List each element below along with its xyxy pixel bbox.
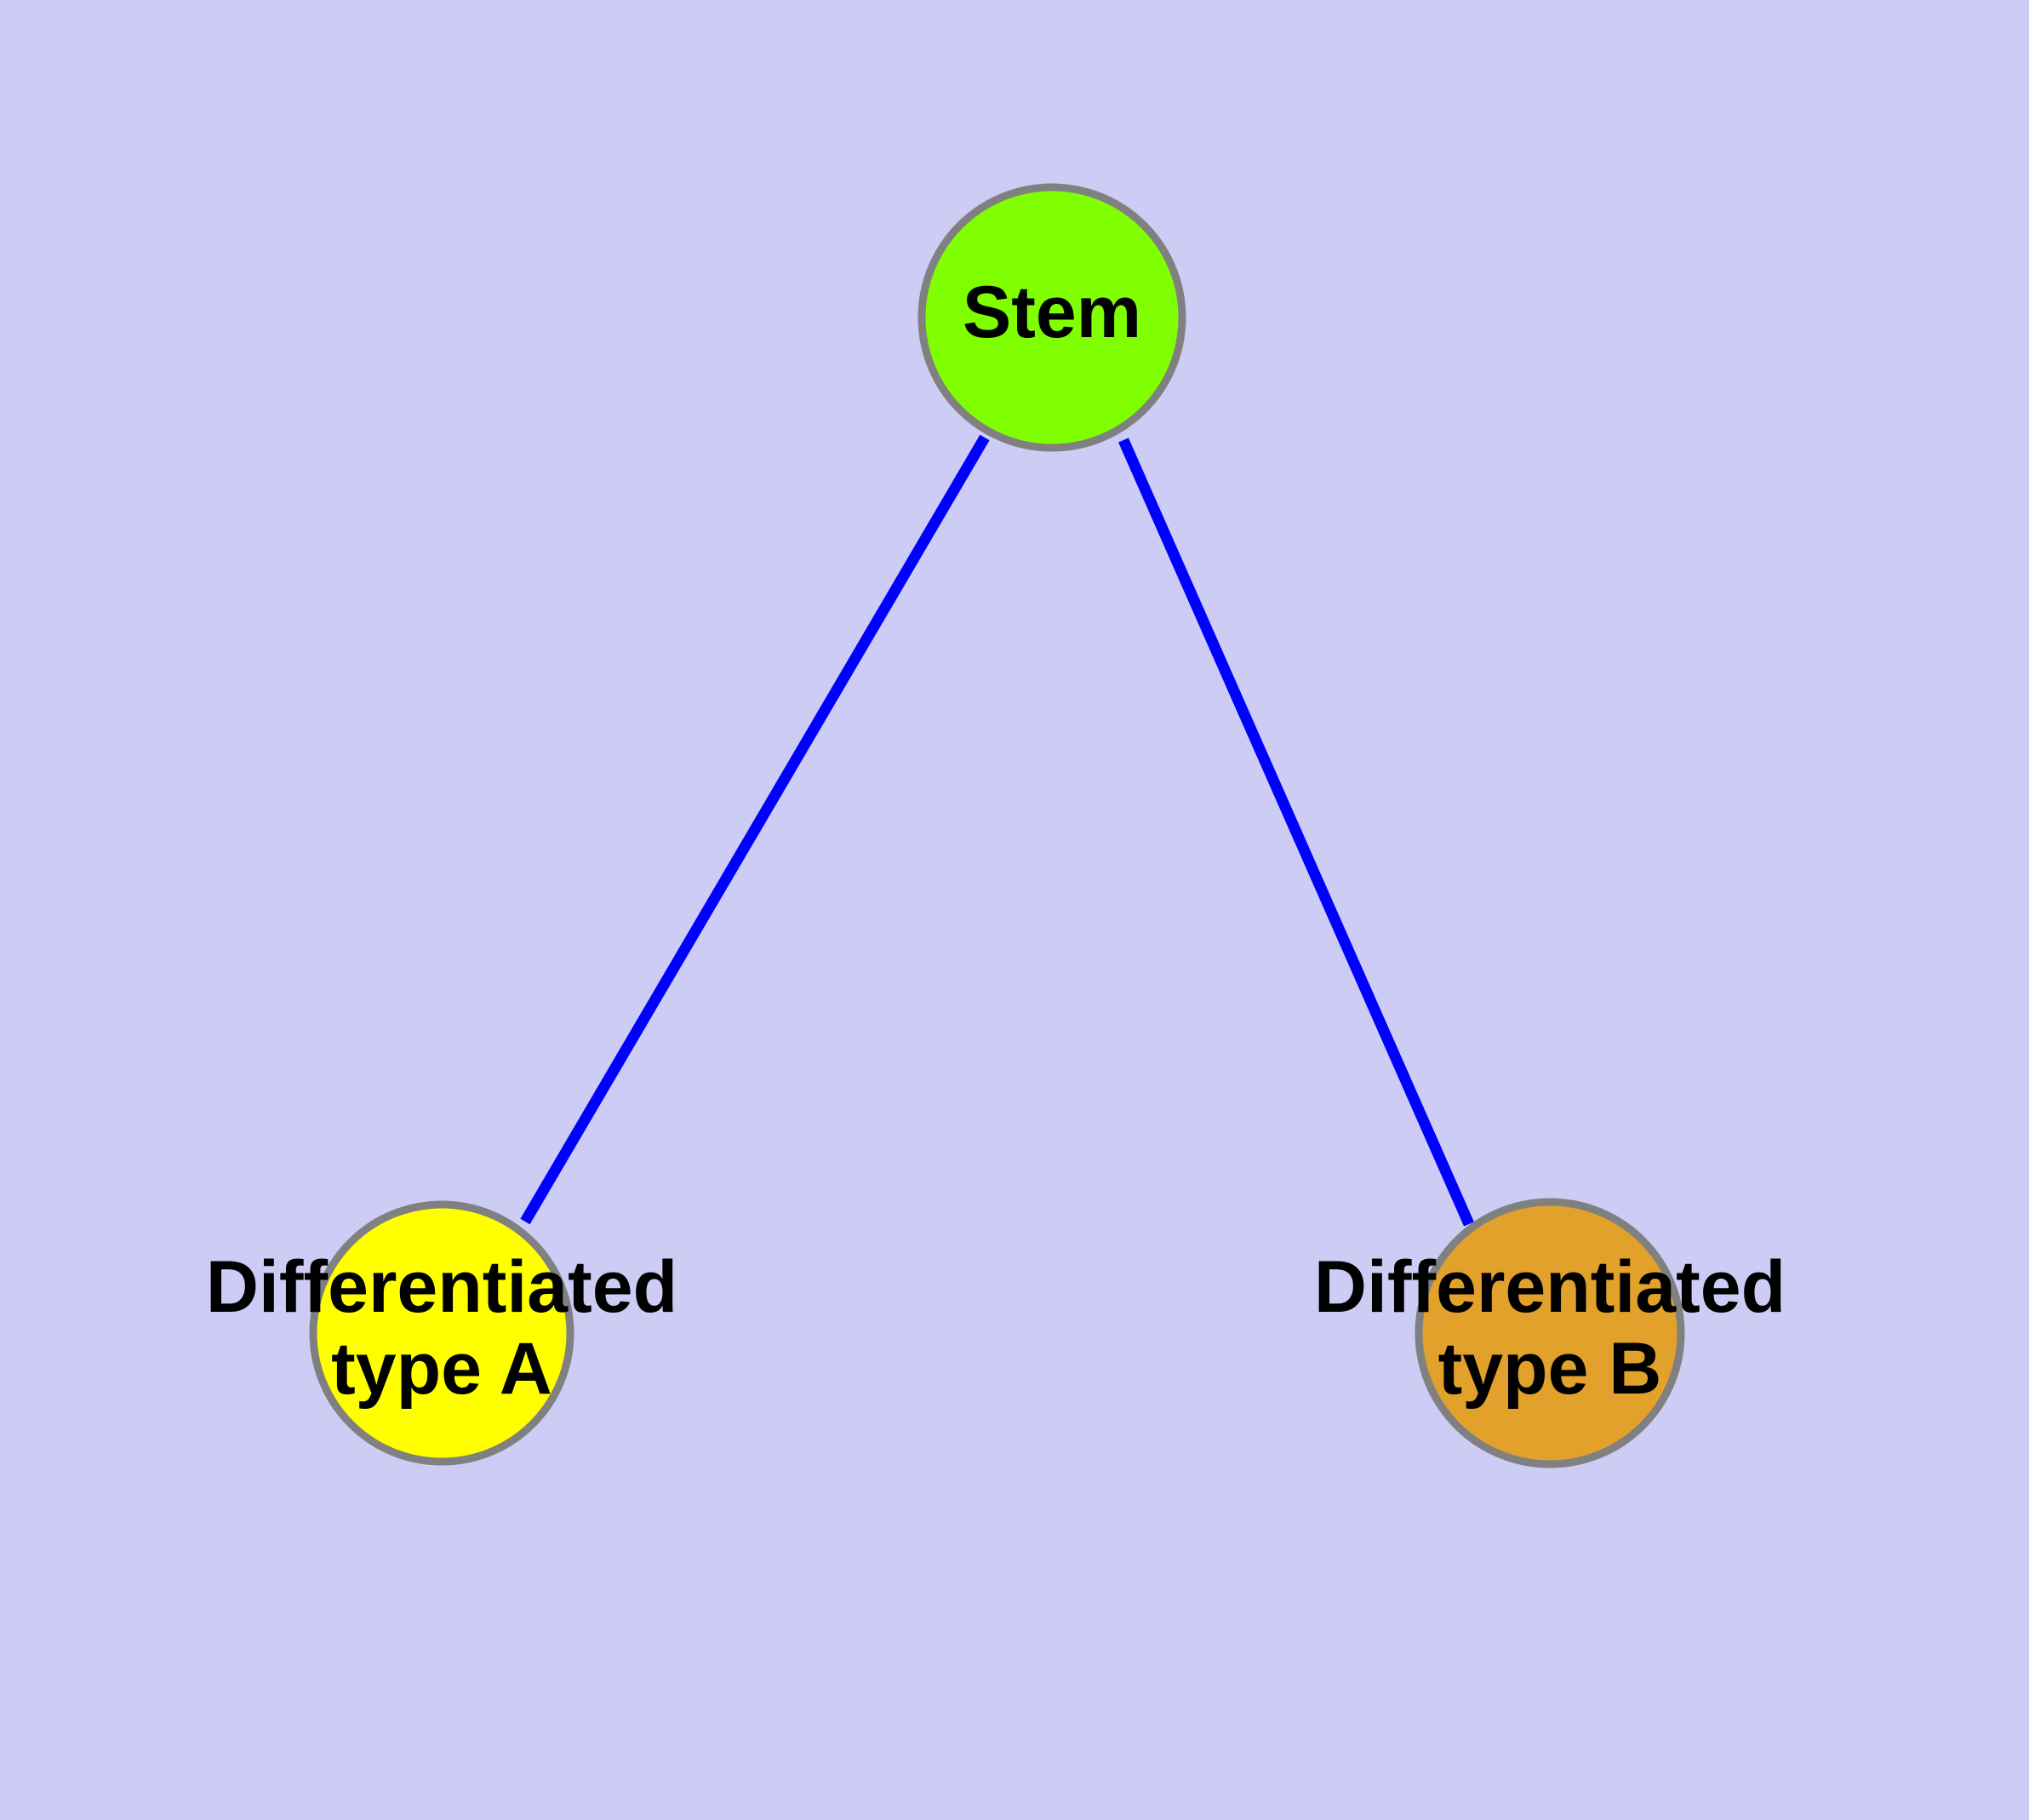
edges-group (520, 434, 1474, 1227)
node-circle-differentiated-type-a[interactable] (309, 1200, 574, 1466)
node-label-line: Differentiated (1314, 1246, 1786, 1328)
edge-stem-to-differentiated-type-a[interactable] (520, 434, 990, 1225)
nodes-group (309, 183, 1685, 1468)
edge-stem-to-differentiated-type-b[interactable] (1118, 438, 1474, 1227)
node-label-stem: Stem (963, 272, 1141, 353)
node-label-line: type A (331, 1328, 552, 1410)
node-label-line: Differentiated (206, 1246, 677, 1328)
node-circle-differentiated-type-b[interactable] (1415, 1198, 1685, 1468)
node-circle-stem[interactable] (917, 183, 1186, 452)
node-label-line: type B (1438, 1328, 1662, 1410)
node-label-line: Stem (963, 272, 1141, 353)
